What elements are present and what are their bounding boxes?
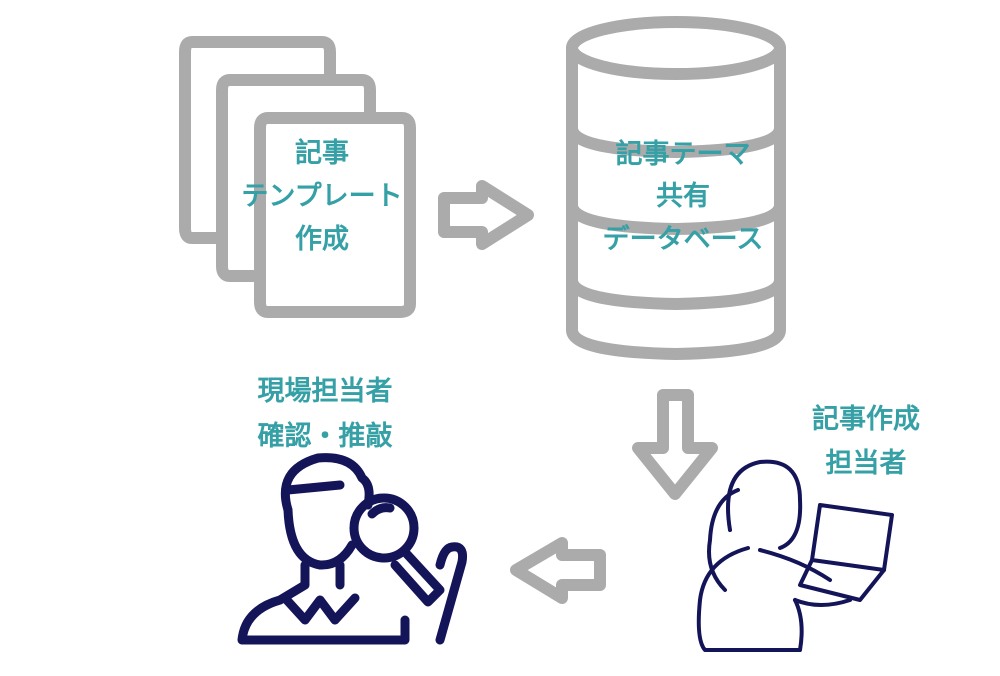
reviewer-label-line-2: 確認・推敲 <box>258 420 394 452</box>
person-magnifier-icon <box>237 453 467 645</box>
documents-icon <box>179 36 416 318</box>
database-label-line-3: データベース <box>603 223 764 255</box>
template-label-line-1: 記事 <box>295 137 349 169</box>
person-laptop-icon <box>696 459 894 652</box>
database-label-line-1: 記事テーマ <box>616 138 751 170</box>
database-icon <box>566 16 786 360</box>
database-label-line-2: 共有 <box>656 181 710 212</box>
writer-label-line-2: 担当者 <box>826 448 907 479</box>
writer-label-line-1: 記事作成 <box>812 403 920 435</box>
arrow-down-icon <box>632 389 718 500</box>
arrow-left-icon <box>510 537 606 604</box>
reviewer-label-line-1: 現場担当者 <box>258 376 393 407</box>
template-label-line-3: 作成 <box>295 224 349 255</box>
arrow-right-icon <box>438 180 534 250</box>
template-label-line-2: テンプレート <box>241 181 402 212</box>
